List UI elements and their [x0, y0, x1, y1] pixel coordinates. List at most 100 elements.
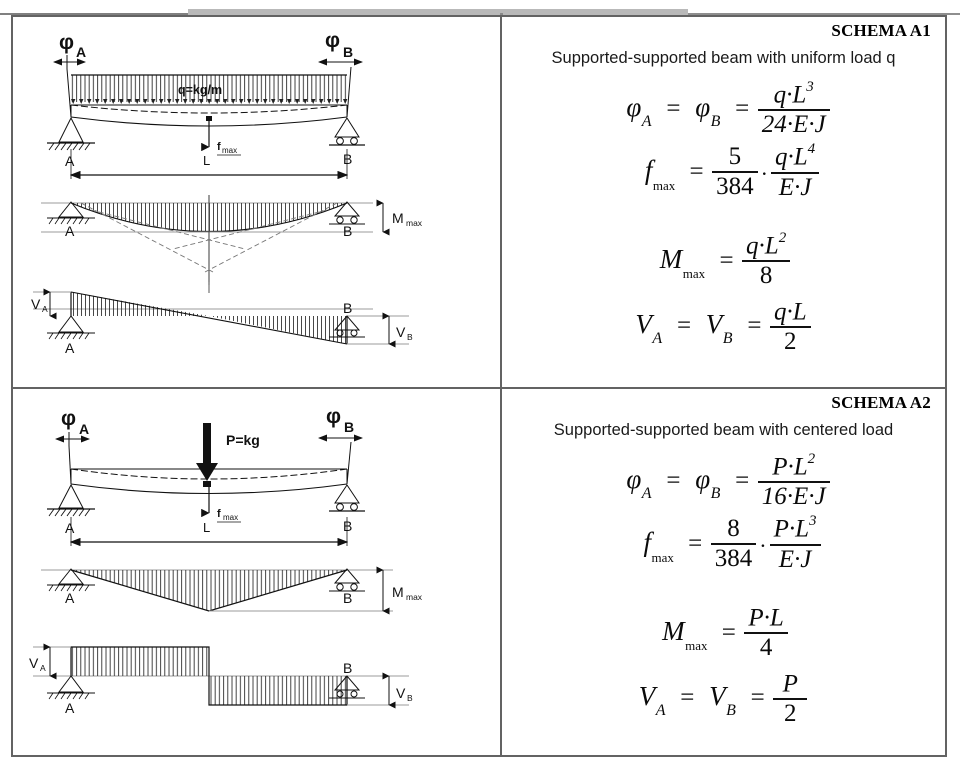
formula-list-a1: φA = φB = q·L3 24·E·J fmax — [502, 79, 945, 356]
formula-shear-a2: VA = VB = P 2 — [502, 670, 945, 728]
support-a-pin-a2 — [47, 483, 95, 517]
schema-table: φ A φ B — [11, 15, 947, 757]
moment-denominator-a2: 4 — [759, 633, 773, 661]
shear-lhs2-symbol-a2: V — [709, 681, 727, 712]
rotation-numerator: q·L — [773, 81, 807, 109]
shear-support-a-label: A — [65, 340, 75, 356]
shear-denominator: 2 — [784, 328, 797, 356]
shear-lhs2-sub: B — [722, 329, 734, 347]
shear-a-label: V — [31, 296, 41, 312]
shear-lhs-sub: A — [652, 329, 663, 347]
deflection-coef-denominator: 384 — [716, 173, 754, 201]
angle-phi-b-subscript: B — [343, 44, 353, 60]
rotation-numerator-exponent-a2: 2 — [807, 451, 816, 467]
rotation-lhs-symbol: φ — [626, 92, 642, 123]
uniform-load-hatch — [71, 75, 347, 102]
moment-numerator-a2: P·L — [748, 603, 784, 631]
deflection-denominator-a2: E·J — [778, 545, 812, 573]
support-a-label: A — [65, 153, 75, 169]
moment-lhs-symbol-a2: M — [662, 615, 686, 646]
table-row-a1: φ A φ B — [13, 17, 945, 387]
deflection-lhs-sub-a2: max — [651, 549, 674, 565]
rotation-numerator-exponent: 3 — [806, 79, 814, 95]
schema-title-a1: SCHEMA A1 — [831, 21, 931, 40]
support-a-label-a2: A — [65, 520, 75, 536]
moment-support-a-label: A — [65, 223, 75, 239]
load-arrowheads — [71, 99, 348, 104]
deflection-numerator: q·L — [774, 143, 808, 171]
deflection-coef-numerator-a2: 8 — [727, 515, 740, 543]
schema-title-a2: SCHEMA A2 — [831, 393, 931, 412]
beam-deflected-top-a2 — [70, 468, 348, 480]
rotation-denominator-a2: 16·E·J — [761, 483, 826, 511]
shear-support-b-label: B — [343, 300, 352, 316]
deflection-numerator-a2: P·L — [773, 515, 810, 543]
deflection-subscript: max — [222, 146, 237, 155]
moment-max-label-a2: M — [392, 584, 404, 600]
shear-lhs2-sub-a2: B — [726, 701, 737, 719]
deflection-lhs-symbol: f — [644, 155, 653, 186]
schema-description-a1: Supported-supported beam with uniform lo… — [551, 49, 896, 67]
uniform-load-label: q=kg/m — [178, 83, 222, 97]
deflection-numerator-exponent: 4 — [807, 141, 816, 158]
top-rule-right — [688, 13, 960, 15]
shear-negative-block-a2 — [209, 676, 347, 705]
rotation-lhs-symbol-a2: φ — [626, 464, 642, 495]
deflection-coefficient-fraction: 5 384 — [712, 143, 758, 201]
deflection-numerator-exponent-a2: 3 — [809, 513, 817, 530]
span-label: L — [203, 153, 210, 168]
moment-support-a-a2 — [47, 568, 95, 592]
rotation-numerator-a2: P·L — [772, 453, 808, 481]
moment-max-subscript: max — [406, 218, 423, 228]
rotation-lhs2-symbol: φ — [695, 92, 711, 123]
moment-support-b — [329, 201, 365, 225]
shear-lhs-symbol: V — [635, 309, 653, 340]
rotation-lhs-sub-a2: A — [641, 484, 653, 502]
shear-fraction: q·L 2 — [769, 298, 811, 356]
beam-diagram-uniform-load: φ A φ B — [31, 29, 423, 356]
rotation-lhs-sub: A — [641, 112, 653, 130]
moment-lhs-symbol: M — [659, 243, 683, 274]
shear-denominator-a2: 2 — [784, 700, 797, 728]
deflection-fraction-a2: P·L3 E·J — [769, 513, 821, 573]
rotation-fraction: q·L3 24·E·J — [757, 79, 830, 139]
angle-phi-a-subscript: A — [76, 44, 86, 60]
shear-a-subscript-a2: A — [40, 663, 46, 673]
shear-a-label-a2: V — [29, 655, 39, 671]
shear-lhs2-symbol: V — [705, 309, 723, 340]
moment-lhs-sub: max — [682, 266, 706, 282]
moment-denominator: 8 — [759, 261, 773, 289]
shear-a-subscript: A — [42, 304, 48, 314]
support-b-roller — [329, 117, 365, 146]
moment-support-a — [47, 201, 95, 225]
moment-numerator: q·L — [746, 231, 779, 259]
angle-phi-b-symbol-a2: φ — [326, 405, 341, 428]
moment-support-b-label: B — [343, 223, 352, 239]
top-rule-left — [0, 13, 188, 15]
shear-support-a-label-a2: A — [65, 700, 75, 716]
schema-description-a2: Supported-supported beam with centered l… — [553, 421, 894, 439]
moment-support-b-label-a2: B — [343, 590, 352, 606]
angle-phi-b-symbol: φ — [325, 29, 340, 52]
beam-deflected-top — [70, 104, 348, 114]
deflection-denominator: E·J — [778, 173, 812, 201]
moment-numerator-exponent: 2 — [778, 229, 787, 246]
formula-rotation-a2: φA = φB = P·L2 16·E·J — [502, 451, 945, 511]
diagram-cell-a2: φ A φ B P=kg — [13, 389, 502, 755]
shear-support-a-a2 — [47, 675, 95, 700]
moment-construction-lines — [80, 202, 338, 273]
formula-cell-a1: SCHEMA A1 Supported-supported beam with … — [502, 17, 945, 387]
deflection-label: f — [217, 141, 221, 153]
formula-deflection-a2: fmax = 8 384 · P·L3 E·J — [502, 513, 945, 573]
shear-b-label-a2: V — [396, 685, 406, 701]
shear-lhs-sub-a2: A — [655, 701, 667, 719]
shear-b-subscript-a2: B — [407, 693, 413, 703]
shear-support-b-label-a2: B — [343, 660, 352, 676]
point-load-arrow — [196, 423, 218, 481]
support-b-label: B — [343, 151, 352, 167]
point-load-label: P=kg — [226, 432, 260, 448]
top-rule-highlight — [188, 9, 688, 15]
shear-b-label: V — [396, 324, 406, 340]
deflection-coef-numerator: 5 — [728, 143, 742, 171]
moment-support-b-a2 — [329, 568, 365, 592]
